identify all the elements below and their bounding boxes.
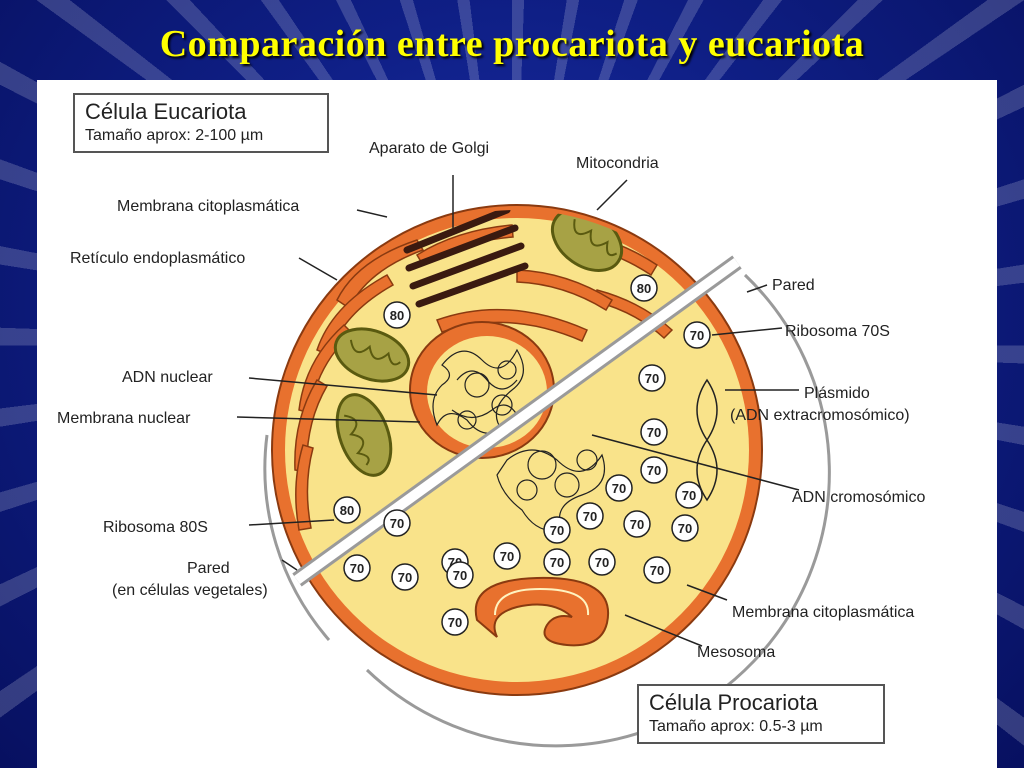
svg-text:70: 70 xyxy=(453,568,467,583)
label-membrane-euk: Membrana citoplasmática xyxy=(117,198,299,215)
eukaryote-heading: Célula Eucariota xyxy=(85,99,247,124)
ribosome-80-label: 80 xyxy=(390,308,404,323)
mitochondria xyxy=(333,210,624,477)
golgi-apparatus xyxy=(403,210,529,308)
label-plasmid-note: (ADN extracromosómico) xyxy=(730,407,910,424)
svg-text:70: 70 xyxy=(595,555,609,570)
label-dna-chromosomal: ADN cromosómico xyxy=(792,489,925,506)
prokaryote-size: Tamaño aprox: 0.5-3 µm xyxy=(649,718,823,735)
svg-text:70: 70 xyxy=(550,523,564,538)
diagram-panel: 80 80 80 70 70 70 70 70 70 70 70 70 70 7… xyxy=(37,80,997,768)
eukaryote-box: Célula Eucariota Tamaño aprox: 2-100 µm xyxy=(73,93,329,153)
label-mesosome: Mesosoma xyxy=(697,644,775,661)
prokaryote-heading: Célula Procariota xyxy=(649,690,818,715)
label-dna-nuclear: ADN nuclear xyxy=(122,369,213,386)
prokaryote-box: Célula Procariota Tamaño aprox: 0.5-3 µm xyxy=(637,684,885,744)
label-ribosome80: Ribosoma 80S xyxy=(103,519,208,536)
svg-text:70: 70 xyxy=(398,570,412,585)
svg-text:70: 70 xyxy=(550,555,564,570)
label-er: Retículo endoplasmático xyxy=(70,250,245,267)
svg-text:70: 70 xyxy=(583,509,597,524)
chromosomal-dna xyxy=(496,449,606,532)
pointer-lines xyxy=(236,175,800,647)
prokaryote-wall xyxy=(365,273,831,748)
label-ribosome70: Ribosoma 70S xyxy=(785,323,890,340)
slide-title: Comparación entre procariota y eucariota xyxy=(159,23,865,65)
svg-text:70: 70 xyxy=(645,371,659,386)
ribosomes-70s: 70 70 70 70 70 70 70 70 70 70 70 70 70 7… xyxy=(343,321,711,636)
svg-text:70: 70 xyxy=(682,488,696,503)
label-wall-euk-note: (en células vegetales) xyxy=(112,582,268,599)
label-golgi: Aparato de Golgi xyxy=(369,140,489,157)
ribosome-80-label: 80 xyxy=(637,281,651,296)
svg-text:70: 70 xyxy=(630,517,644,532)
svg-text:70: 70 xyxy=(612,481,626,496)
ribosome-80-label: 80 xyxy=(340,503,354,518)
label-wall-pro: Pared xyxy=(772,277,815,294)
ribosomes-80s: 80 80 80 xyxy=(333,274,658,524)
eukaryote-size: Tamaño aprox: 2-100 µm xyxy=(85,127,264,144)
svg-text:70: 70 xyxy=(500,549,514,564)
label-mitochondria: Mitocondria xyxy=(576,155,659,172)
svg-text:70: 70 xyxy=(448,615,462,630)
cell-diagram: 80 80 80 70 70 70 70 70 70 70 70 70 70 7… xyxy=(57,140,925,748)
label-membrane-pro: Membrana citoplasmática xyxy=(732,604,914,621)
svg-text:70: 70 xyxy=(350,561,364,576)
eukaryote-wall xyxy=(263,434,331,641)
svg-text:70: 70 xyxy=(678,521,692,536)
svg-text:70: 70 xyxy=(647,463,661,478)
plasmid xyxy=(696,378,718,502)
label-nuclear-membrane: Membrana nuclear xyxy=(57,410,191,427)
svg-text:70: 70 xyxy=(647,425,661,440)
svg-text:70: 70 xyxy=(390,516,404,531)
label-wall-euk: Pared xyxy=(187,560,230,577)
label-plasmid: Plásmido xyxy=(804,385,870,402)
svg-text:70: 70 xyxy=(650,563,664,578)
svg-text:70: 70 xyxy=(690,328,704,343)
